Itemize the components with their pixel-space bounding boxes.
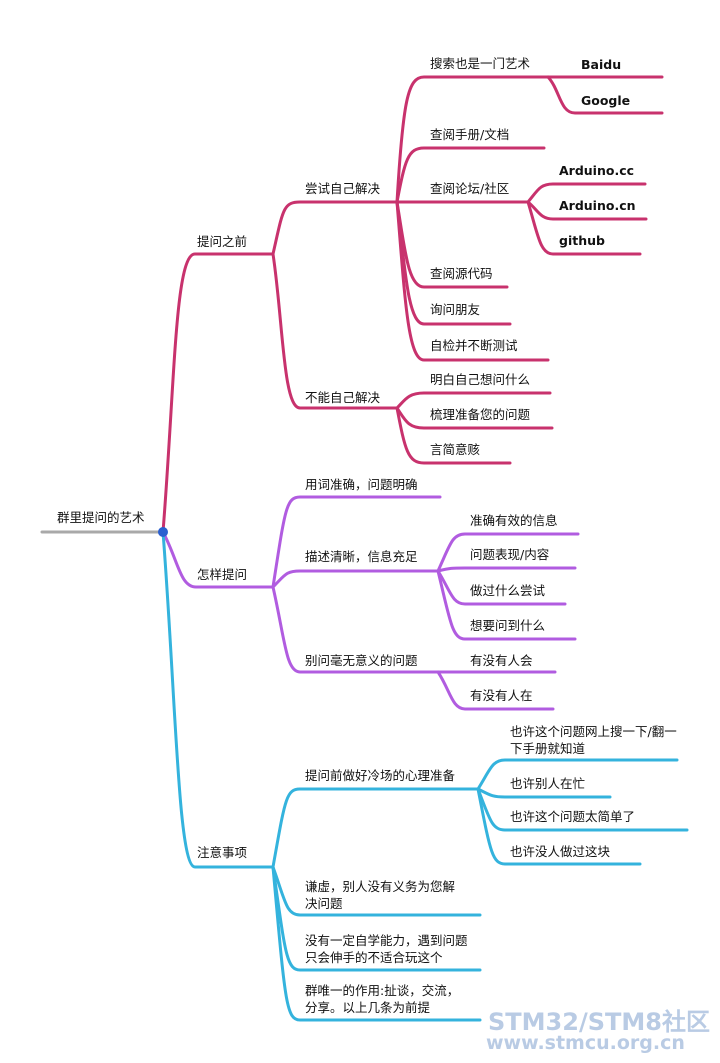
node-source: 查阅源代码 — [430, 266, 493, 281]
node-prepare-item-2: 也许别人在忙 — [510, 776, 586, 791]
node-describe-item-2: 问题表现/内容 — [470, 547, 550, 562]
node-prepare-item-1: 也许这个问题网上搜一下/翻一下手册就知道 — [510, 724, 677, 756]
node-cannot-item-1: 明白自己想问什么 — [430, 372, 531, 387]
node-prepare-item-3: 也许这个问题太简单了 — [510, 809, 636, 824]
watermark-url: www.stmcu.org.cn — [486, 1032, 685, 1054]
node-cannot-item-2: 梳理准备您的问题 — [430, 407, 531, 422]
branch-how-lines — [161, 495, 580, 711]
node-before: 提问之前 — [197, 234, 248, 249]
node-forum: 查阅论坛/社区 — [430, 181, 510, 196]
node-humble: 谦虚，别人没有义务为您解决问题 — [305, 879, 456, 911]
node-how: 怎样提问 — [197, 567, 248, 582]
node-search: 搜索也是一门艺术 — [430, 56, 531, 71]
node-prepare: 提问前做好冷场的心理准备 — [305, 768, 456, 783]
branch-notes-lines — [161, 530, 689, 1022]
node-meaningless-item-1: 有没有人会 — [470, 653, 533, 668]
node-arduino-cn: Arduino.cn — [559, 198, 636, 213]
node-notes: 注意事项 — [197, 845, 248, 860]
node-friends: 询问朋友 — [430, 302, 481, 317]
node-describe-item-4: 想要问到什么 — [470, 618, 546, 633]
root-dot — [158, 527, 168, 537]
node-arduino-cc: Arduino.cc — [559, 163, 635, 178]
root-label: 群里提问的艺术 — [57, 510, 145, 525]
branch-before-lines — [161, 75, 664, 534]
node-accurate: 用词准确，问题明确 — [305, 477, 418, 492]
node-describe-item-3: 做过什么尝试 — [470, 583, 546, 598]
node-try-self: 尝试自己解决 — [305, 181, 381, 196]
node-describe-item-1: 准确有效的信息 — [470, 513, 558, 528]
node-baidu: Baidu — [581, 57, 622, 72]
node-describe: 描述清晰，信息充足 — [305, 549, 418, 564]
node-google: Google — [581, 93, 631, 108]
node-meaningless: 别问毫无意义的问题 — [305, 653, 418, 668]
node-github: github — [559, 233, 605, 248]
node-selflearn: 没有一定自学能力，遇到问题只会伸手的不适合玩这个 — [305, 933, 468, 965]
node-selfcheck: 自检并不断测试 — [430, 338, 518, 353]
node-prepare-item-4: 也许没人做过这块 — [510, 844, 611, 859]
node-meaningless-item-2: 有没有人在 — [470, 688, 533, 703]
node-cannot-solve: 不能自己解决 — [305, 390, 381, 405]
node-manual: 查阅手册/文档 — [430, 127, 510, 142]
watermark-title: STM32/STM8社区 — [488, 1008, 710, 1036]
node-cannot-item-3: 言简意赅 — [430, 442, 481, 457]
node-purpose: 群唯一的作用:扯谈，交流，分享。以上几条为前提 — [305, 983, 460, 1015]
